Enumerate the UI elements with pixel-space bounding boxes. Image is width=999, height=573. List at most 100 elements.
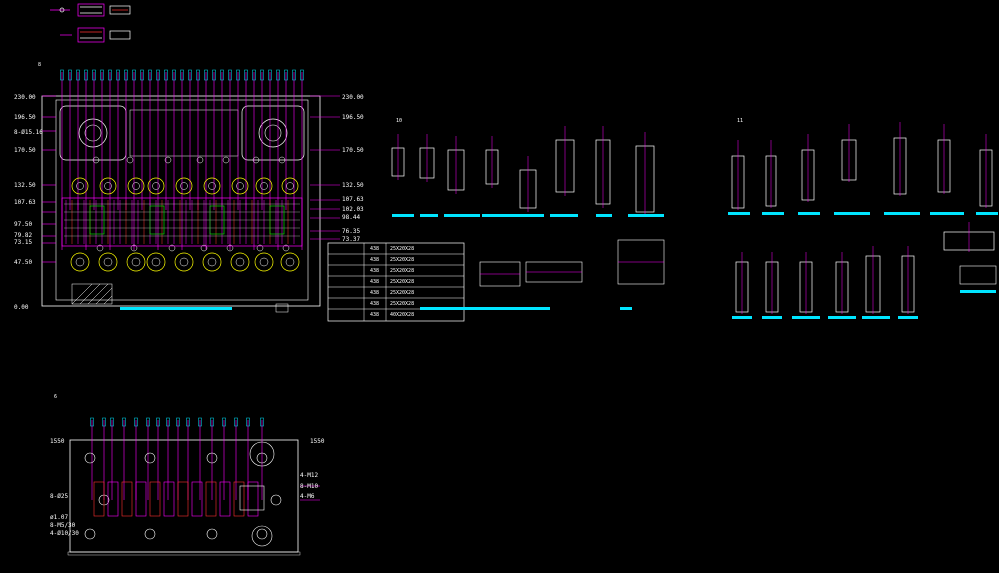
pilot-hole: [164, 156, 172, 164]
lower-hole: [206, 528, 218, 540]
lower-insert: [135, 481, 147, 517]
main-plate-outline: [41, 95, 321, 307]
svg-text:438: 438: [370, 279, 379, 285]
hole-lower: [280, 252, 300, 272]
part-title-bar: [976, 212, 998, 215]
part-title-bar: [960, 290, 996, 293]
part-title-bar: [628, 214, 664, 217]
dimension-text-box: [292, 69, 296, 81]
dimension-text-box: [222, 417, 226, 427]
part-title-bar: [762, 212, 784, 215]
svg-text:25X20X28: 25X20X28: [390, 268, 414, 274]
dimension-text-box: [260, 69, 264, 81]
svg-text:40X20X28: 40X20X28: [390, 312, 414, 318]
lower-hole: [84, 528, 96, 540]
dimension-text-box: [140, 69, 144, 81]
parts-set-b[interactable]: 11: [728, 118, 998, 319]
hole-lower: [230, 252, 250, 272]
pilot-hole: [282, 244, 290, 252]
svg-text:4-Ø10/30: 4-Ø10/30: [50, 530, 79, 537]
lower-plate-view[interactable]: 6 1550 8-Ø25 ø1.07 8-M5/30 4-Ø10/30 1550…: [50, 394, 325, 556]
punch-block: [149, 205, 165, 235]
main-title-bar: [120, 307, 232, 310]
part-title-bar: [884, 212, 920, 215]
dimension-text-box: [166, 417, 170, 427]
dimension-text-box: [68, 69, 72, 81]
svg-text:438: 438: [370, 301, 379, 307]
dimension-text-box: [246, 417, 250, 427]
hole-upper: [255, 177, 273, 195]
hole-lower-core: [75, 257, 85, 267]
hole-upper: [71, 177, 89, 195]
lower-insert: [163, 481, 175, 517]
dimension-text-box: [102, 417, 106, 427]
svg-text:170.50: 170.50: [342, 147, 364, 154]
dimension-text-box: [124, 69, 128, 81]
lower-right-labels: 1550 4-M12 8-M10 4-M6: [300, 438, 325, 500]
dimension-text-box: [284, 69, 288, 81]
dimension-text-box: [244, 69, 248, 81]
dimension-text-box: [204, 69, 208, 81]
svg-text:8-M5/30: 8-M5/30: [50, 522, 76, 529]
svg-text:230.00: 230.00: [14, 94, 36, 101]
dimension-text-box: [210, 417, 214, 427]
pilot-hole: [226, 244, 234, 252]
part-title-bar: [834, 212, 870, 215]
part-title-bar: [898, 316, 918, 319]
dimension-text-box: [90, 417, 94, 427]
svg-text:1550: 1550: [50, 438, 65, 445]
svg-text:25X20X28: 25X20X28: [390, 301, 414, 307]
hole-lower-core: [235, 257, 245, 267]
hole-lower: [146, 252, 166, 272]
svg-text:196.50: 196.50: [342, 114, 364, 121]
dimension-text-box: [236, 69, 240, 81]
pilot-hole: [252, 156, 260, 164]
main-plate-view[interactable]: 8 230.00 196.50: [14, 62, 364, 313]
hole-lower: [202, 252, 222, 272]
dimension-text-box: [132, 69, 136, 81]
part-title-bar: [798, 212, 820, 215]
hole-upper: [147, 177, 165, 195]
parts-b-tag: 11: [737, 118, 743, 124]
lower-view-tag: 6: [54, 394, 57, 400]
svg-text:438: 438: [370, 246, 379, 252]
pilot-hole: [126, 156, 134, 164]
main-vertical-dimension-lines: [60, 69, 304, 250]
svg-text:25X20X28: 25X20X28: [390, 257, 414, 263]
dimension-text-box: [164, 69, 168, 81]
part-title-bar: [732, 316, 752, 319]
dimension-text-box: [122, 417, 126, 427]
main-horizontal-dimension-lines: [42, 95, 340, 263]
lower-insert: [107, 481, 119, 517]
dimension-text-box: [260, 417, 264, 427]
hole-lower: [70, 252, 90, 272]
svg-text:0.00: 0.00: [14, 304, 29, 311]
pilot-hole: [130, 244, 138, 252]
pilot-hole: [256, 244, 264, 252]
part-title-bar: [550, 214, 578, 217]
lower-hole: [256, 452, 268, 464]
parts-set-a[interactable]: 10: [391, 118, 665, 310]
top-left-insert-details[interactable]: [50, 3, 131, 43]
lower-insert: [177, 481, 189, 517]
hole-upper: [175, 177, 193, 195]
svg-text:8-M10: 8-M10: [300, 483, 318, 490]
dimension-text-box: [100, 69, 104, 81]
hole-lower-core: [179, 257, 189, 267]
svg-text:97.50: 97.50: [14, 221, 32, 228]
svg-text:170.50: 170.50: [14, 147, 36, 154]
svg-text:132.50: 132.50: [14, 182, 36, 189]
hole-upper-core: [104, 182, 112, 190]
dimension-text-box: [146, 417, 150, 427]
hole-lower: [174, 252, 194, 272]
svg-text:438: 438: [370, 257, 379, 263]
hole-upper: [231, 177, 249, 195]
part-title-bar: [420, 214, 438, 217]
right-guide-pocket: [241, 105, 305, 161]
part-title-bar: [620, 307, 632, 310]
dimension-text-box: [76, 69, 80, 81]
lower-insert: [93, 481, 105, 517]
svg-text:438: 438: [370, 312, 379, 318]
part-title-bar: [862, 316, 890, 319]
part-title-bar: [762, 316, 782, 319]
